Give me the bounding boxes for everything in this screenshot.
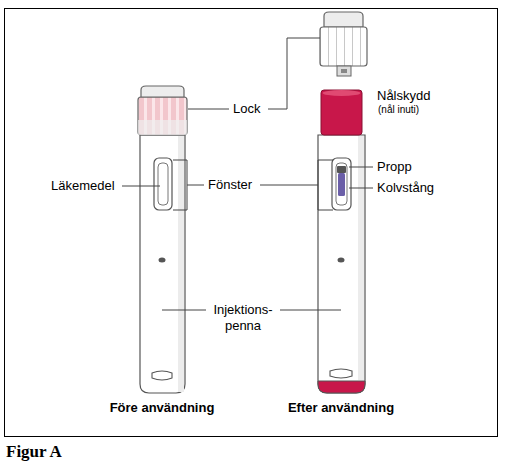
part-label: Nålskydd (376, 88, 431, 104)
part-note: (nål inuti) (377, 104, 420, 116)
part-label: Propp (376, 159, 413, 175)
part-label: Injektions- penna (206, 302, 280, 334)
part-label: Läkemedel (50, 178, 116, 194)
figure-caption: Figur A (5, 442, 63, 462)
part-label: Kolvstång (376, 180, 435, 196)
view-title: Före användning (109, 400, 216, 416)
part-label: Lock (232, 101, 261, 117)
part-label: Fönster (207, 177, 253, 193)
view-title: Efter användning (287, 400, 395, 416)
